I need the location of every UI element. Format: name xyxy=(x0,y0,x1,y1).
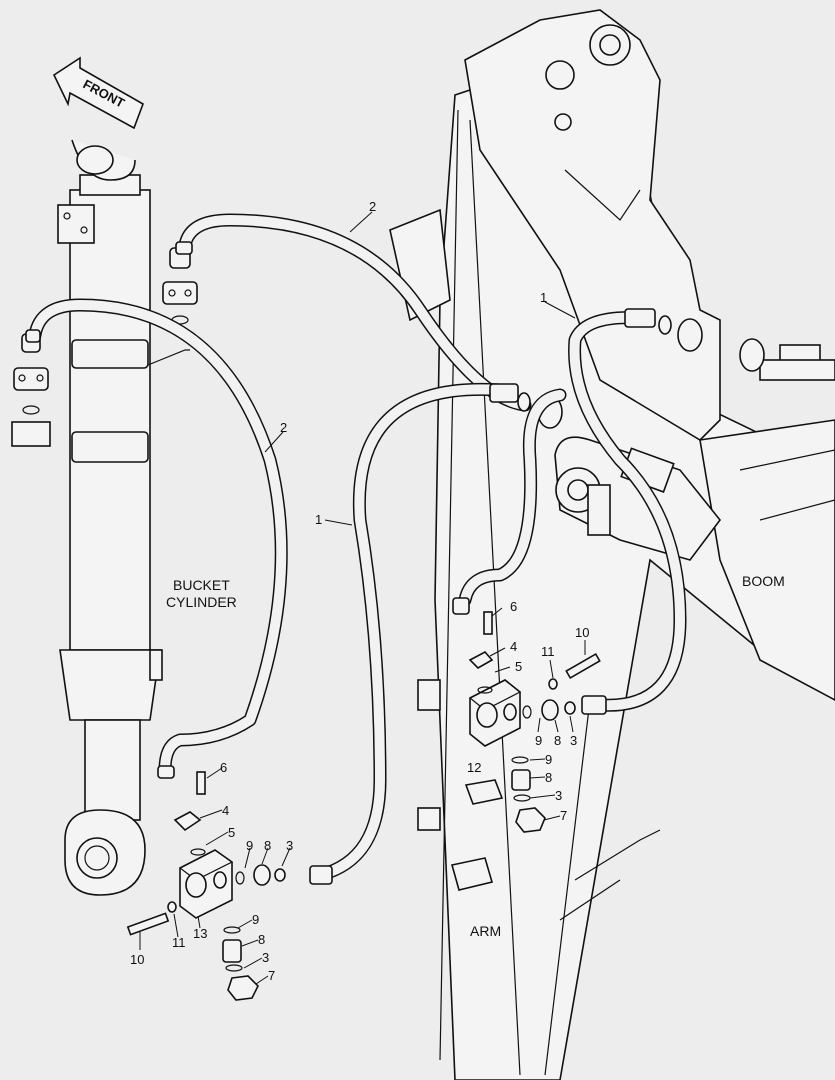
callout-lower-9a: 9 xyxy=(246,838,253,853)
hose-1-a xyxy=(313,382,507,882)
label-bucket-cylinder-line1: BUCKET xyxy=(173,577,230,593)
hose-2-a xyxy=(178,213,532,412)
callout-lower-4: 4 xyxy=(222,803,229,818)
callout-upper-3b: 3 xyxy=(555,788,562,803)
callout-upper-7: 7 xyxy=(560,808,567,823)
callout-lower-3a: 3 xyxy=(286,838,293,853)
callout-lower-13: 13 xyxy=(193,926,207,941)
callout-upper-5: 5 xyxy=(515,659,522,674)
callout-upper-11: 11 xyxy=(541,644,555,659)
callout-upper-3a: 3 xyxy=(570,733,577,748)
callout-2-top: 2 xyxy=(369,199,376,214)
bucket-cylinder xyxy=(57,139,190,896)
callout-upper-9a: 9 xyxy=(535,733,542,748)
callout-upper-8a: 8 xyxy=(554,733,561,748)
callout-lower-6: 6 xyxy=(220,760,227,775)
hose-1-c xyxy=(568,311,687,712)
callout-lower-8a: 8 xyxy=(264,838,271,853)
callout-lower-9b: 9 xyxy=(252,912,259,927)
callout-1-right: 1 xyxy=(540,290,547,305)
area-labels: BUCKET CYLINDER BOOM ARM xyxy=(166,573,785,939)
hose-fittings xyxy=(25,241,672,885)
left-flange-set xyxy=(11,247,198,447)
callout-2-left: 2 xyxy=(280,420,287,435)
callout-upper-10: 10 xyxy=(575,625,589,640)
label-bucket-cylinder-line2: CYLINDER xyxy=(166,594,237,610)
hose-2-b xyxy=(28,298,288,777)
callout-upper-4: 4 xyxy=(510,639,517,654)
leader-lines xyxy=(139,211,586,985)
callout-lower-3b: 3 xyxy=(262,950,269,965)
boom-structure xyxy=(389,9,835,701)
callout-upper-6: 6 xyxy=(510,599,517,614)
callout-1-mid: 1 xyxy=(315,512,322,527)
label-arm: ARM xyxy=(470,923,501,939)
callout-lower-5: 5 xyxy=(228,825,235,840)
callout-lower-10: 10 xyxy=(130,952,144,967)
callout-lower-7: 7 xyxy=(268,968,275,983)
callout-upper-9b: 9 xyxy=(545,752,552,767)
callout-numbers: 2 2 1 1 6 4 5 10 11 9 8 3 12 9 8 3 7 6 4… xyxy=(130,199,589,983)
lower-valve-block xyxy=(126,771,286,1001)
callout-lower-8b: 8 xyxy=(258,932,265,947)
hose-1-b xyxy=(458,388,567,607)
front-arrow: FRONT xyxy=(52,56,144,130)
callout-lower-11: 11 xyxy=(172,935,186,950)
callout-upper-12: 12 xyxy=(467,760,481,775)
upper-valve-block xyxy=(464,611,601,833)
label-boom: BOOM xyxy=(742,573,785,589)
callout-upper-8b: 8 xyxy=(545,770,552,785)
